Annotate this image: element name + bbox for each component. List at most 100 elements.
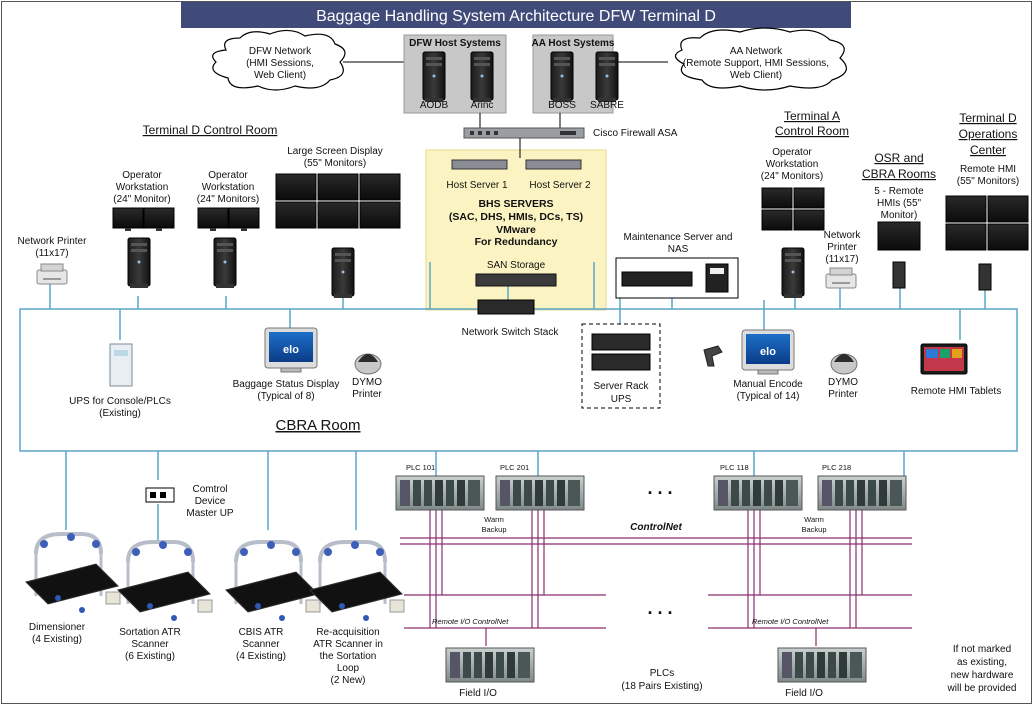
workstation-tower-icon <box>213 237 237 289</box>
network-switch-icon <box>477 299 535 315</box>
footnote-line4: will be provided <box>947 683 1017 694</box>
reacq-line1: Re-acquisition <box>316 627 379 638</box>
footnote-line1: If not marked <box>953 644 1011 655</box>
op-ws1-line1: Operator <box>122 170 162 181</box>
manual-encode: elo Manual Encode (Typical of 14) <box>733 329 803 402</box>
ups-console: UPS for Console/PLCs (Existing) <box>69 343 171 419</box>
large-screen-line2: (55" Monitors) <box>304 158 366 169</box>
cbis-line2: Scanner <box>242 639 280 650</box>
dimensioner-line2: (4 Existing) <box>32 634 82 645</box>
san-storage-icon <box>475 273 557 287</box>
plc-118-icon <box>713 475 803 511</box>
remote-hmis-line2: HMIs (55" <box>877 198 922 209</box>
dfw-cloud-line3: Web Client) <box>254 70 306 81</box>
op-wsa-line1: Operator <box>772 147 812 158</box>
dfw-cloud-line2: (HMI Sessions, <box>246 58 314 69</box>
op-ws1-line3: (24" Monitor) <box>113 194 170 205</box>
remote-io-left-label: Remote I/O ControlNet <box>432 617 509 626</box>
reacq-line3: the Sortation <box>320 651 377 662</box>
boss-label: BOSS <box>548 100 576 111</box>
host-servers: Host Server 1 Host Server 2 <box>446 159 591 191</box>
remote-io-right-label: Remote I/O ControlNet <box>752 617 829 626</box>
maintenance-server: Maintenance Server and NAS <box>615 232 739 299</box>
printer-right-line3: (11x17) <box>825 254 858 265</box>
printer-icon <box>36 263 68 285</box>
rack-ups-line2: UPS <box>611 394 632 405</box>
cbis-line3: (4 Existing) <box>236 651 286 662</box>
dymo-printer-right: DYMO Printer <box>828 353 858 400</box>
warm-backup-right-1: Warm <box>804 515 824 524</box>
aa-cloud-line1: AA Network <box>730 46 783 57</box>
sortation-line3: (6 Existing) <box>125 651 175 662</box>
plc-101-label: PLC 101 <box>406 463 435 472</box>
sabre-label: SABRE <box>590 100 624 111</box>
rack-ups-line1: Server Rack <box>593 381 649 392</box>
network-printer-left: Network Printer (11x17) <box>18 236 88 285</box>
op-wsa-line2: Workstation <box>766 159 819 170</box>
elo-logo: elo <box>760 346 776 358</box>
op-ws1-line2: Workstation <box>116 182 169 193</box>
plcs-note-line2: (18 Pairs Existing) <box>621 681 702 692</box>
printer-right-line1: Network <box>824 230 862 241</box>
bsd-line2: (Typical of 8) <box>257 391 314 402</box>
reacq-line5: (2 New) <box>330 675 365 686</box>
dymo-left-line2: Printer <box>352 389 382 400</box>
network-switch-label: Network Switch Stack <box>462 327 560 338</box>
aa-cloud-line2: (Remote Support, HMI Sessions, <box>683 58 829 69</box>
operator-workstation-a: Operator Workstation (24" Monitors) <box>761 147 825 299</box>
aa-host-title: AA Host Systems <box>532 38 615 49</box>
dfw-host-systems: DFW Host Systems AODB Arinc <box>403 34 507 114</box>
monitor-icon <box>112 207 144 232</box>
comtrol-line1: Comtrol <box>192 484 227 495</box>
boss-server-icon <box>550 51 574 103</box>
workstation-tower-icon <box>781 247 805 299</box>
monitor-icon <box>143 207 175 232</box>
bhs-servers-text: BHS SERVERS (SAC, DHS, HMIs, DCs, TS) VM… <box>449 198 583 271</box>
dimensioner-line1: Dimensioner <box>29 622 86 633</box>
field-io-right-icon <box>777 647 867 683</box>
dymo-right-line2: Printer <box>828 389 858 400</box>
bsd-line1: Baggage Status Display <box>233 379 340 390</box>
terminal-d-ops-line1: Terminal D <box>959 111 1017 125</box>
cisco-firewall: Cisco Firewall ASA <box>463 127 678 139</box>
remote-hmi-line2: (55" Monitors) <box>957 176 1019 187</box>
remote-hmi-ops: Remote HMI (55" Monitors) <box>945 164 1029 291</box>
dymo-printer-icon <box>830 353 858 375</box>
comtrol-line3: Master UP <box>186 508 234 519</box>
server-rack-ups: Server Rack UPS <box>581 323 661 409</box>
printer-left-line1: Network Printer <box>18 236 88 247</box>
sabre-server-icon <box>595 51 619 103</box>
dymo-printer-icon <box>354 353 382 375</box>
cbis-line1: CBIS ATR <box>239 627 284 638</box>
bhs-line2: (SAC, DHS, HMIs, DCs, TS) <box>449 211 583 223</box>
scanner-labels: Dimensioner (4 Existing) Sortation ATR S… <box>29 622 383 686</box>
controlnet-lines <box>400 510 912 646</box>
san-storage-label: SAN Storage <box>487 260 546 271</box>
dfw-host-title: DFW Host Systems <box>409 38 501 49</box>
plcs-note-line1: PLCs <box>650 668 674 679</box>
diagram-title: Baggage Handling System Architecture DFW… <box>316 8 716 25</box>
network-drops <box>49 262 986 540</box>
large-screen-display: Large Screen Display (55" Monitors) <box>275 146 401 299</box>
aa-host-systems: AA Host Systems BOSS SABRE <box>532 34 624 114</box>
printer-left-line2: (11x17) <box>35 248 68 259</box>
plc-201-icon <box>495 475 585 511</box>
footnote-line3: new hardware <box>951 670 1014 681</box>
bhs-line3: VMware <box>496 224 536 236</box>
firewall-label: Cisco Firewall ASA <box>593 128 678 139</box>
field-io-left-label: Field I/O <box>459 688 497 699</box>
aa-network-cloud: AA Network (Remote Support, HMI Sessions… <box>674 27 847 91</box>
printer-icon <box>825 267 857 289</box>
remote-hmi-tablets: Remote HMI Tablets <box>911 343 1001 397</box>
op-ws2-line3: (24" Monitors) <box>197 194 259 205</box>
remote-hmi-line1: Remote HMI <box>960 164 1016 175</box>
plc-labels: PLC 101 PLC 201 PLC 118 PLC 218 Warm Bac… <box>406 463 851 626</box>
sortation-line2: Scanner <box>131 639 169 650</box>
remote-hmis-line1: 5 - Remote <box>874 186 924 197</box>
network-printer-right: Network Printer (11x17) <box>824 230 862 289</box>
remote-hmis-osr: 5 - Remote HMIs (55" Monitor) <box>874 186 924 289</box>
aodb-label: AODB <box>420 100 449 111</box>
workstation-tower-icon <box>331 247 355 299</box>
plc-201-label: PLC 201 <box>500 463 529 472</box>
